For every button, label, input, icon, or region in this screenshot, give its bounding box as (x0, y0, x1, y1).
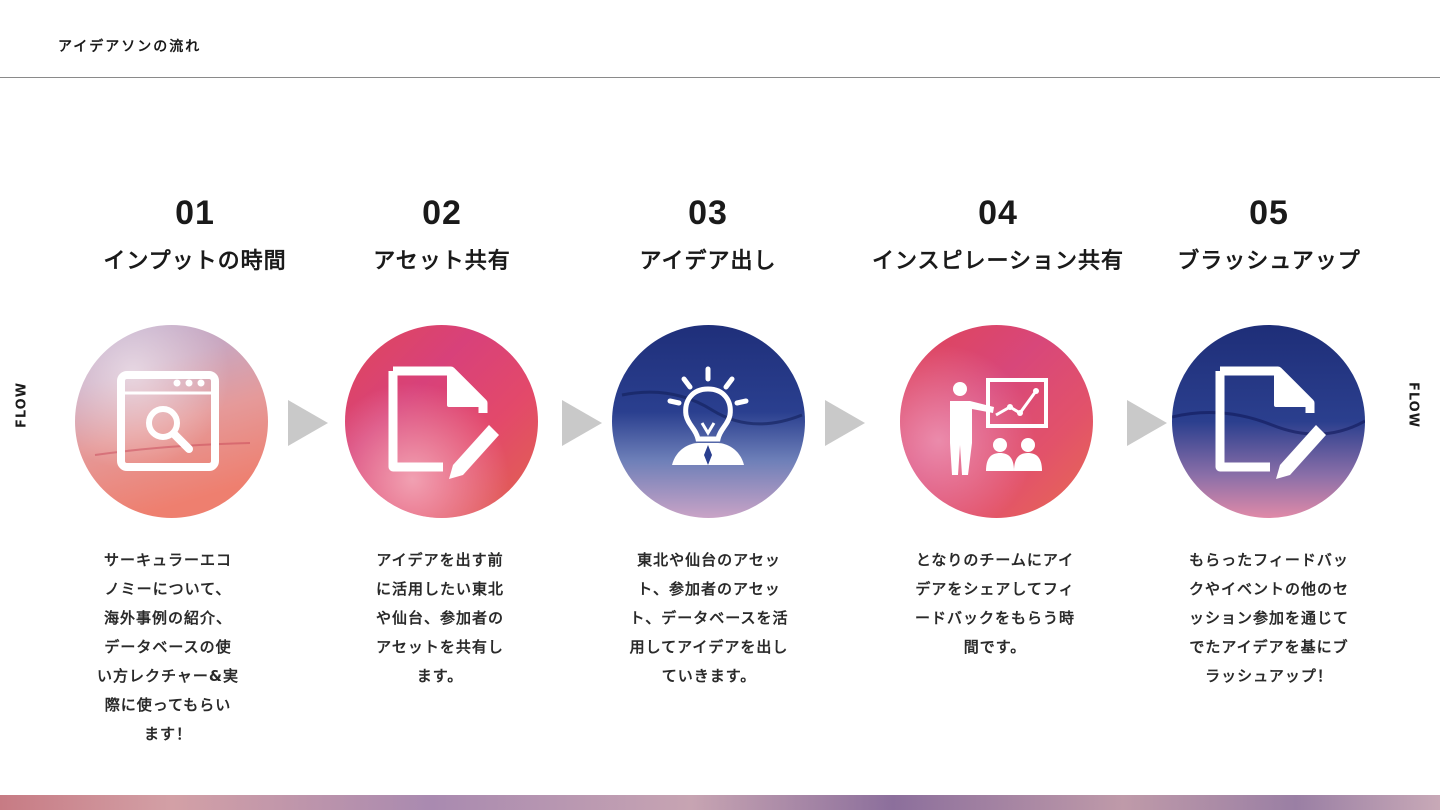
step-title: アセット共有 (373, 249, 511, 274)
step-02-image (345, 325, 538, 518)
step-number: 01 (175, 194, 215, 232)
step-number: 04 (978, 194, 1018, 232)
flow-arrow-icon (825, 400, 865, 446)
step-title: インプットの時間 (103, 249, 287, 274)
step-title: アイデア出し (639, 249, 777, 274)
step-02-description: アイデアを出す前 に活用したい東北 や仙台、参加者の アセットを共有し ます。 (375, 551, 504, 685)
step-number: 03 (688, 194, 728, 232)
header-divider (0, 77, 1440, 78)
step-04-description: となりのチームにアイ デアをシェアしてフィ ードバックをもらう時 間です。 (914, 551, 1075, 656)
step-03-description: 東北や仙台のアセッ ト、参加者のアセッ ト、データベースを活 用してアイデアを出… (629, 551, 789, 685)
step-04-image (900, 325, 1093, 518)
step-number: 05 (1249, 194, 1289, 232)
step-title: インスピレーション共有 (871, 249, 1125, 274)
step-05-description: もらったフィードバッ クやイベントの他のセ ッション参加を通じて でたアイデアを… (1188, 551, 1349, 685)
step-05-image (1172, 325, 1365, 518)
step-title: ブラッシュアップ (1177, 249, 1361, 274)
step-03-image (612, 325, 805, 518)
step-01-image (75, 325, 268, 518)
document-edit-icon (1172, 325, 1365, 518)
flow-label-right: FLOW (1405, 381, 1421, 429)
step-01-description: サーキュラーエコ ノミーについて、 海外事例の紹介、 データベースの使 い方レク… (97, 551, 239, 743)
lightbulb-head-icon (612, 325, 805, 518)
page-title: アイデアソンの流れ (58, 39, 202, 55)
presentation-icon (900, 325, 1093, 518)
flow-label-left: FLOW (14, 381, 30, 429)
watercolor-footer-band (0, 795, 1440, 810)
document-edit-icon (345, 325, 538, 518)
flow-arrow-icon (288, 400, 328, 446)
step-number: 02 (422, 194, 462, 232)
browser-search-icon (75, 325, 268, 518)
flow-arrow-icon (1127, 400, 1167, 446)
flow-arrow-icon (562, 400, 602, 446)
